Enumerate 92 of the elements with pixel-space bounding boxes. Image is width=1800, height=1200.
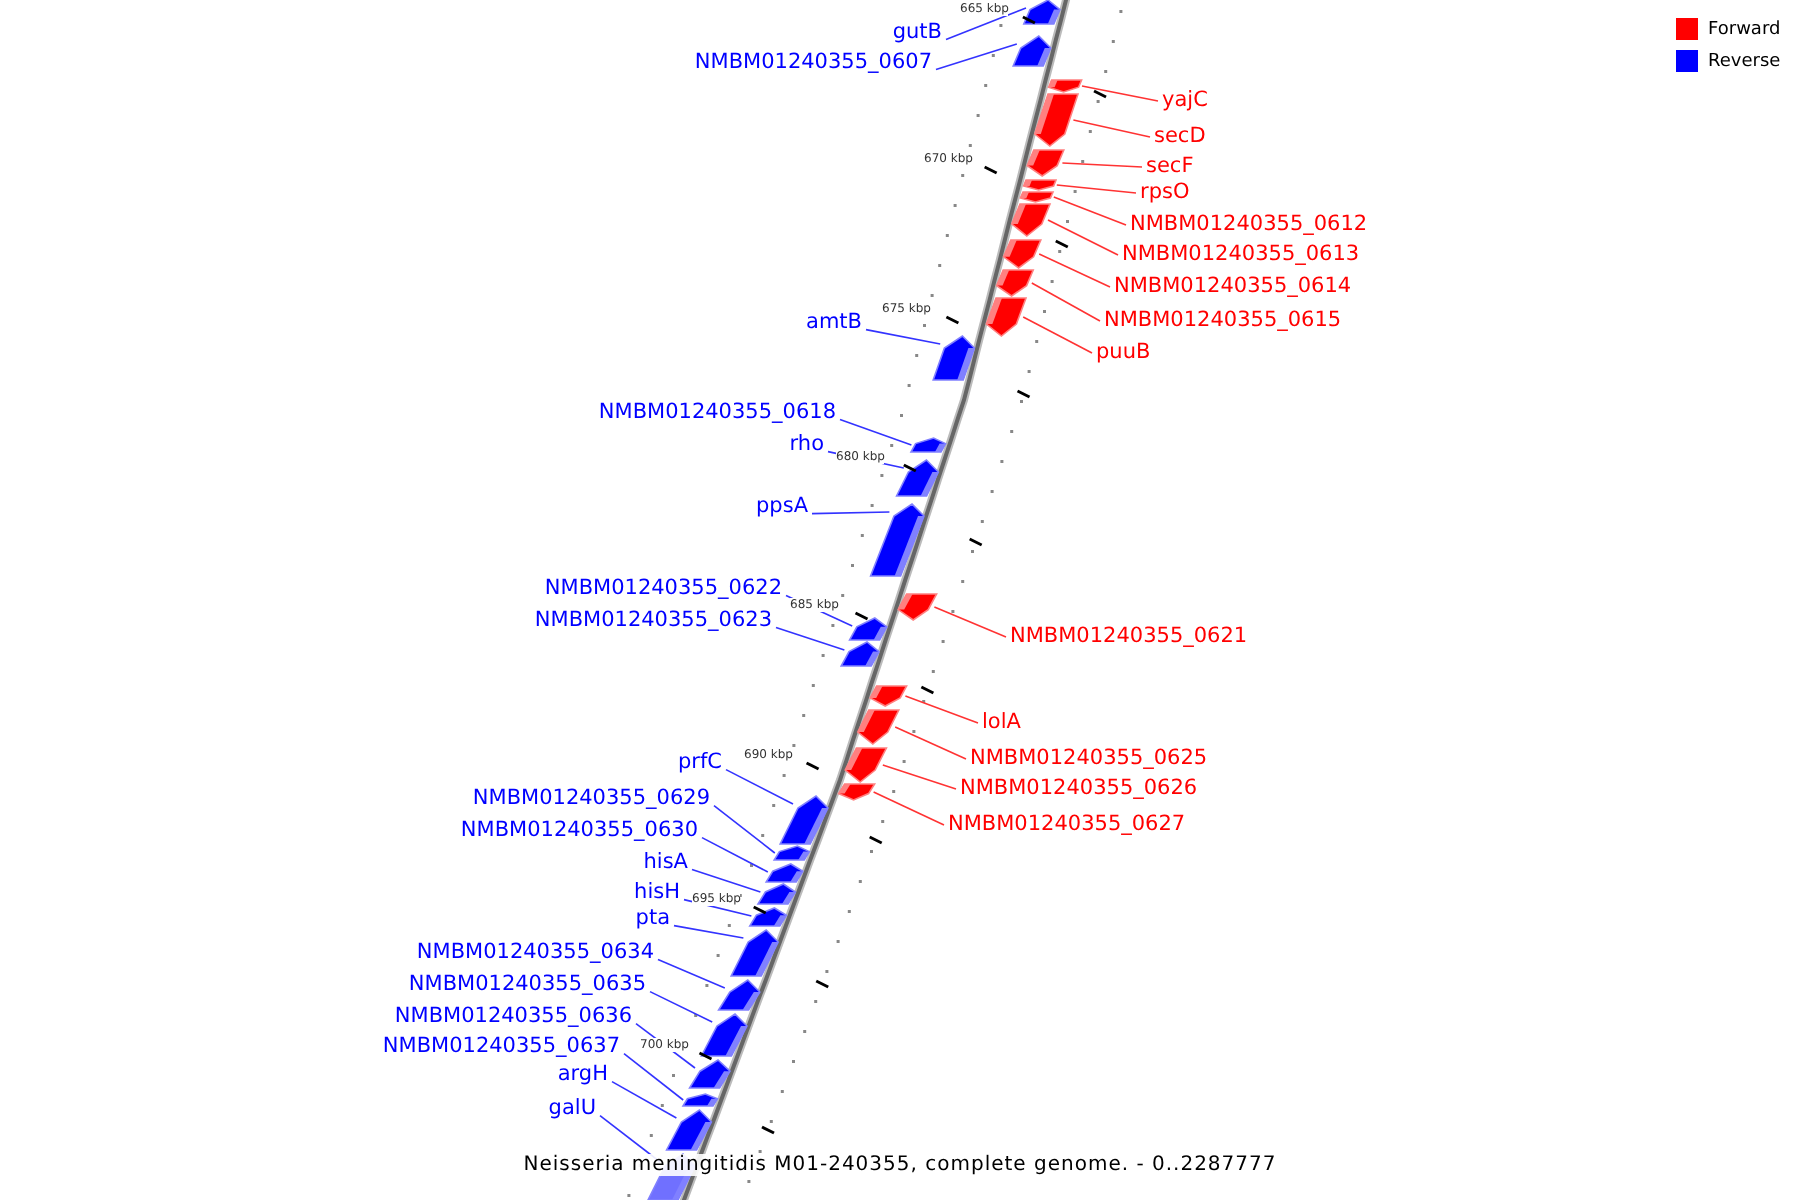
leader-line <box>872 791 945 826</box>
gene-block <box>848 617 888 641</box>
gene-label: NMBM01240355_0630 <box>460 818 698 844</box>
gene-label: NMBM01240355_0612 <box>1130 212 1368 238</box>
gene-label: puuB <box>1096 340 1151 366</box>
gene-label: NMBM01240355_0635 <box>408 972 646 998</box>
gene-block <box>764 863 804 883</box>
leader-line <box>623 1052 684 1101</box>
gene-block <box>1012 34 1052 67</box>
gene-block <box>856 709 901 746</box>
gene-label: NMBM01240355_0634 <box>416 940 654 966</box>
gene-block <box>700 1012 748 1057</box>
gene-label: NMBM01240355_0636 <box>394 1004 632 1030</box>
gene-block <box>837 783 877 801</box>
leader-line <box>701 836 769 873</box>
leader-line <box>1081 85 1159 102</box>
gene-label: hisH <box>634 880 680 906</box>
leader-line <box>865 328 941 345</box>
leader-line <box>933 606 1007 638</box>
legend-label: Forward <box>1708 19 1781 39</box>
gene-label: NMBM01240355_0613 <box>1122 242 1360 268</box>
gene-label: ppsA <box>756 494 808 520</box>
gene-label: NMBM01240355_0626 <box>960 776 1198 802</box>
leader-line <box>657 958 726 989</box>
leader-line <box>904 695 979 724</box>
gene-label: rpsO <box>1140 180 1190 206</box>
leader-line <box>611 1080 678 1119</box>
gene-label: NMBM01240355_0614 <box>1114 274 1352 300</box>
leader-line <box>945 7 1027 41</box>
gene-block <box>681 1093 719 1107</box>
leader-line <box>1022 316 1093 354</box>
gene-block <box>688 1059 732 1089</box>
gene-block <box>1002 239 1042 269</box>
gene-block <box>839 641 881 667</box>
gene-block <box>1047 79 1083 93</box>
gene-block <box>1022 0 1061 25</box>
leader-line <box>1047 219 1119 256</box>
gene-label: prfC <box>677 750 722 776</box>
leader-line <box>725 768 794 805</box>
gene-label: argH <box>557 1062 608 1088</box>
gene-block <box>717 978 761 1011</box>
caption: Neisseria meningitidis M01-240355, complete genome. - 0..2287777 <box>523 1154 1277 1176</box>
leader-line <box>1056 184 1137 194</box>
gene-label: NMBM01240355_0615 <box>1104 308 1342 334</box>
leader-line <box>1031 282 1101 322</box>
gene-label: secD <box>1154 124 1206 150</box>
leader-line <box>811 511 891 515</box>
gene-block <box>869 685 908 707</box>
leader-line <box>1038 253 1111 288</box>
gene-block <box>756 883 797 905</box>
gene-label: lolA <box>982 710 1021 736</box>
leader-line <box>1053 196 1127 226</box>
gene-block <box>1022 179 1058 191</box>
leader-line <box>1061 162 1143 168</box>
gene-label: yajC <box>1162 88 1208 114</box>
gene-block <box>985 297 1028 338</box>
leader-line <box>839 418 913 446</box>
gene-label: NMBM01240355_0637 <box>382 1034 620 1060</box>
gene-label: NMBM01240355_0618 <box>598 400 836 426</box>
leader-line <box>713 804 776 854</box>
gene-label: gutB <box>892 20 942 46</box>
gene-label: NMBM01240355_0607 <box>694 50 932 76</box>
leader-line <box>894 726 967 760</box>
gene-block <box>895 458 940 497</box>
gene-label: NMBM01240355_0622 <box>544 576 782 602</box>
gene-label: NMBM01240355_0621 <box>1010 624 1248 650</box>
gene-block <box>772 845 811 861</box>
leader-line <box>1072 119 1151 138</box>
gene-block <box>869 502 925 577</box>
gene-block <box>897 593 938 621</box>
gene-label: rho <box>789 432 824 458</box>
gene-label: secF <box>1146 154 1194 180</box>
gene-label: NMBM01240355_0627 <box>948 812 1186 838</box>
legend-label: Reverse <box>1708 51 1781 71</box>
gene-label: NMBM01240355_0623 <box>534 608 772 634</box>
gene-block <box>909 437 947 453</box>
leader-line <box>673 924 745 939</box>
gene-label: NMBM01240355_0625 <box>970 746 1208 772</box>
gene-label: pta <box>635 906 670 932</box>
gene-label: amtB <box>806 310 862 336</box>
leader-line <box>775 626 846 651</box>
gene-label: NMBM01240355_0629 <box>472 786 710 812</box>
gene-label: hisA <box>643 850 688 876</box>
leader-line <box>935 43 1018 71</box>
gene-block <box>1019 191 1055 203</box>
leader-line <box>649 990 713 1023</box>
gene-block <box>932 334 976 381</box>
gene-block <box>748 907 788 927</box>
gene-label: galU <box>548 1096 596 1122</box>
leader-line <box>882 764 957 790</box>
gene-block <box>995 269 1035 297</box>
leader-line <box>691 868 762 893</box>
